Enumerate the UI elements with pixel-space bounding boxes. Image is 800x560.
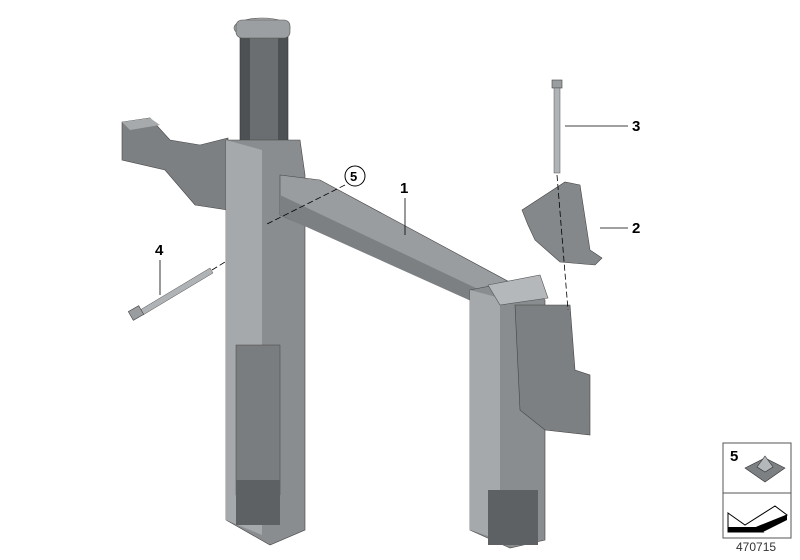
callout-3: 3: [632, 118, 640, 135]
cross-beam: [279, 174, 516, 305]
callout-5-circle: [344, 165, 366, 187]
leader-lines: [159, 125, 628, 295]
diagram-id: 470715: [736, 540, 777, 554]
left-actuator-column: [225, 17, 306, 546]
screw-4: [127, 267, 214, 321]
callout-4: 4: [155, 242, 164, 259]
callout-2: 2: [632, 220, 640, 237]
assembly-lines: [211, 174, 569, 311]
arrow-symbol-icon: [727, 505, 789, 533]
clip-nut-icon: [744, 455, 786, 483]
right-actuator-column: [469, 274, 591, 549]
legend-item-number: 5: [730, 448, 738, 465]
legend-box: 5: [722, 442, 792, 539]
callout-1: 1: [400, 180, 408, 197]
callout-5: 5: [350, 169, 357, 184]
left-mount-bracket: [121, 117, 229, 211]
bracket-2: [521, 181, 603, 266]
screw-3: [551, 79, 563, 174]
